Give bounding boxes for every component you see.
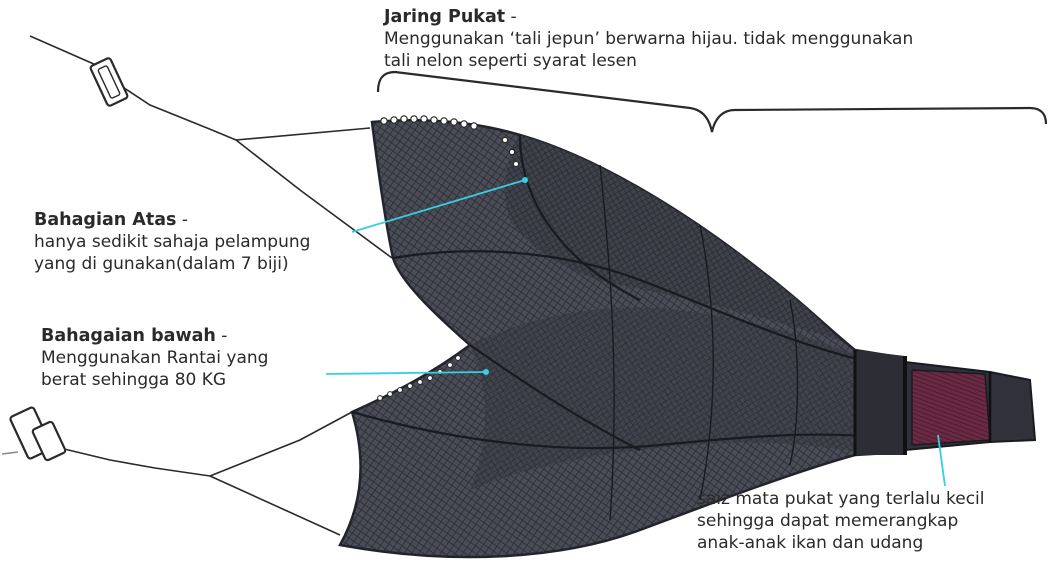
label-jaring-dash: -	[505, 7, 517, 27]
label-bawah-line-1: Menggunakan Rantai yang	[41, 347, 268, 369]
codend-fine-mesh	[912, 370, 990, 445]
jaring-brace	[378, 72, 1046, 132]
label-saiz-line-2: sehingga dapat memerangkap	[697, 510, 984, 532]
codend	[855, 350, 1035, 456]
label-jaring-line-1: Menggunakan ‘tali jepun’ berwarna hijau.…	[384, 28, 913, 50]
lower-otter-board	[9, 407, 66, 461]
label-bahagian-atas: Bahagian Atas - hanya sedikit sahaja pel…	[34, 209, 310, 275]
label-atas-dash: -	[176, 210, 188, 230]
label-atas-title: Bahagian Atas	[34, 210, 176, 230]
label-bawah-dash: -	[216, 326, 228, 346]
label-atas-line-2: yang di gunakan(dalam 7 biji)	[34, 253, 310, 275]
label-bawah-title: Bahagaian bawah	[41, 326, 216, 346]
label-atas-line-1: hanya sedikit sahaja pelampung	[34, 231, 310, 253]
label-saiz-mata-pukat: saiz mata pukat yang terlalu kecil sehin…	[697, 488, 984, 554]
label-jaring-title: Jaring Pukat	[384, 7, 505, 27]
label-bawah-line-2: berat sehingga 80 KG	[41, 369, 268, 391]
label-saiz-line-3: anak-anak ikan dan udang	[697, 532, 984, 554]
label-jaring-line-2: tali nelon seperti syarat lesen	[384, 50, 913, 72]
upper-otter-board	[90, 57, 129, 106]
label-jaring-pukat: Jaring Pukat - Menggunakan ‘tali jepun’ …	[384, 6, 913, 72]
label-bahagaian-bawah: Bahagaian bawah - Menggunakan Rantai yan…	[41, 325, 268, 391]
label-saiz-line-1: saiz mata pukat yang terlalu kecil	[697, 488, 984, 510]
